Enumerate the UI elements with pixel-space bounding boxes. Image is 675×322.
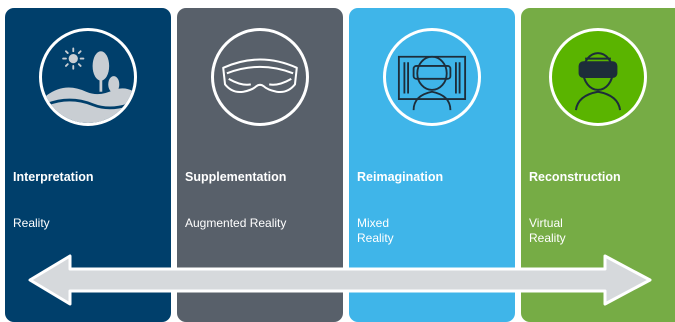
panel-title: Supplementation (185, 170, 287, 184)
double-headed-arrow (28, 254, 652, 306)
vr-headset-icon (549, 28, 647, 126)
landscape-icon (39, 28, 137, 126)
panel-subtitle: Mixed Reality (357, 216, 394, 245)
ar-glasses-icon (211, 28, 309, 126)
panel-title: Reconstruction (529, 170, 621, 184)
panel-title: Interpretation (13, 170, 94, 184)
panel-interpretation: Interpretation Reality (5, 8, 171, 322)
panel-title: Reimagination (357, 170, 444, 184)
panel-subtitle: Augmented Reality (185, 216, 287, 230)
panel-subtitle: Virtual Reality (529, 216, 566, 245)
mixed-reality-headset-icon (383, 28, 481, 126)
panel-subtitle: Reality (13, 216, 50, 230)
